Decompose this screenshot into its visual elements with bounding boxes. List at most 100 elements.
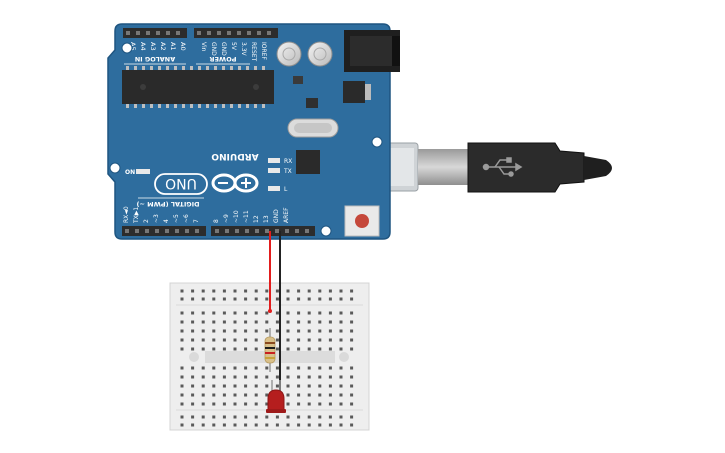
pin-label-vin: Vin <box>200 42 207 52</box>
breadboard-hole <box>191 375 195 379</box>
breadboard-hole <box>254 311 258 315</box>
breadboard-hole <box>233 320 237 324</box>
breadboard-hole <box>339 297 343 301</box>
breadboard-hole <box>275 289 279 293</box>
breadboard-hole <box>328 329 332 333</box>
breadboard-hole <box>244 289 248 293</box>
breadboard-hole <box>191 402 195 406</box>
breadboard-hole <box>233 393 237 397</box>
breadboard-hole <box>297 289 301 293</box>
breadboard-hole <box>350 297 354 301</box>
breadboard-hole <box>222 338 226 342</box>
breadboard-hole <box>222 402 226 406</box>
breadboard-hole <box>328 297 332 301</box>
breadboard-hole <box>254 393 258 397</box>
breadboard-hole <box>297 297 301 301</box>
breadboard-hole <box>307 338 311 342</box>
breadboard-hole <box>212 297 216 301</box>
breadboard-hole <box>233 297 237 301</box>
pin-label-d8: 8 <box>213 219 220 223</box>
breadboard-hole <box>180 384 184 388</box>
on-label: ON <box>125 169 135 176</box>
breadboard-hole <box>222 366 226 370</box>
breadboard-hole <box>297 423 301 427</box>
mounting-hole-2 <box>109 162 121 174</box>
breadboard-hole <box>254 320 258 324</box>
mounting-hole-1 <box>121 42 133 54</box>
pin-label-ioref: IOREF <box>260 42 267 60</box>
model-label: UNO <box>165 175 197 191</box>
breadboard-hole <box>254 375 258 379</box>
breadboard-hole <box>180 289 184 293</box>
breadboard-hole <box>265 393 269 397</box>
breadboard-hole <box>254 415 258 419</box>
tx-label: TX <box>283 168 292 175</box>
breadboard-hole <box>328 366 332 370</box>
breadboard-hole <box>275 297 279 301</box>
power-header <box>194 28 278 38</box>
usb-icon <box>482 157 523 177</box>
resistor-band-3 <box>265 352 275 354</box>
breadboard-hole <box>328 402 332 406</box>
breadboard-hole <box>201 423 205 427</box>
breadboard-hole <box>286 329 290 333</box>
breadboard-hole <box>350 384 354 388</box>
breadboard-hole <box>222 393 226 397</box>
breadboard-hole <box>191 289 195 293</box>
breadboard-hole <box>307 329 311 333</box>
digital-header-high <box>211 226 315 236</box>
rx-label: RX <box>284 158 292 165</box>
breadboard-hole <box>233 375 237 379</box>
l-led <box>268 186 280 191</box>
infinity-logo-icon <box>211 173 259 193</box>
breadboard-hole <box>275 311 279 315</box>
breadboard-hole <box>233 366 237 370</box>
capacitor-2 <box>307 41 333 67</box>
red-led[interactable] <box>266 380 286 413</box>
breadboard-hole <box>191 297 195 301</box>
breadboard-hole <box>328 338 332 342</box>
breadboard-hole <box>350 338 354 342</box>
breadboard-hole <box>201 402 205 406</box>
reset-button[interactable] <box>344 205 380 237</box>
breadboard-hole <box>286 384 290 388</box>
breadboard-hole <box>222 329 226 333</box>
breadboard-hole <box>275 384 279 388</box>
breadboard-hole <box>233 338 237 342</box>
breadboard-hole <box>254 329 258 333</box>
breadboard-hole <box>233 402 237 406</box>
capacitor-1 <box>276 41 302 67</box>
breadboard-hole <box>212 384 216 388</box>
arduino-uno-board[interactable]: A5 A4 A3 A2 A1 A0 ANALOG IN Vin GND GND … <box>107 23 400 240</box>
resistor[interactable] <box>264 328 276 372</box>
breadboard-hole <box>328 423 332 427</box>
breadboard-hole <box>339 289 343 293</box>
breadboard-hole <box>328 289 332 293</box>
breadboard-hole <box>244 329 248 333</box>
tx-led <box>268 168 280 173</box>
breadboard-hole <box>318 393 322 397</box>
pin-label-d1: TX▶1 <box>133 207 140 224</box>
breadboard-hole <box>297 415 301 419</box>
pin-label-a5: A5 <box>129 42 137 51</box>
pin-label-a3: A3 <box>149 42 157 51</box>
dc-power-jack[interactable] <box>344 30 400 72</box>
breadboard-hole <box>307 375 311 379</box>
smd-component-1 <box>293 76 303 84</box>
breadboard-hole <box>201 366 205 370</box>
breadboard-hole <box>286 423 290 427</box>
breadboard-hole <box>212 366 216 370</box>
crystal-oscillator <box>287 118 339 138</box>
breadboard-hole <box>265 423 269 427</box>
breadboard-mount-left <box>189 352 199 362</box>
regulator-tab <box>365 84 371 100</box>
breadboard-hole <box>307 320 311 324</box>
breadboard-hole <box>201 415 205 419</box>
breadboard-hole <box>275 375 279 379</box>
breadboard-hole <box>244 402 248 406</box>
breadboard-hole <box>222 320 226 324</box>
analog-pin-labels: A5 A4 A3 A2 A1 A0 <box>129 42 187 51</box>
breadboard-hole <box>265 329 269 333</box>
pin-label-d2: 2 <box>143 219 150 223</box>
